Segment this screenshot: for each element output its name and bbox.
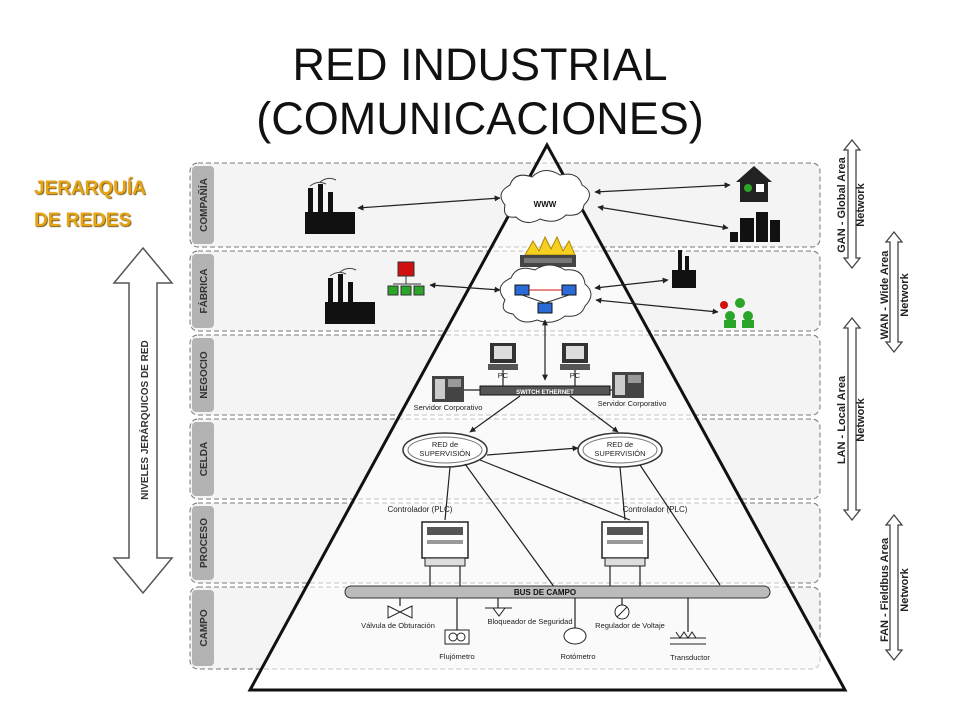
hierarchy-axis-label: NIVELES JERÁRQUICOS DE RED (138, 340, 151, 499)
fan-label-2: Network (899, 567, 911, 611)
supervision-links (444, 445, 721, 596)
server-icon-right: Servidor Corporativo (598, 372, 667, 408)
supervision-right-line-2: SUPERVISIÓN (594, 449, 645, 458)
factory-network-cloud (499, 264, 592, 323)
flowmeter-label: Flujómetro (439, 652, 474, 661)
lock-label: Bloqueador de Seguridad (487, 617, 572, 626)
valve-icon: Válvula de Obturación (361, 605, 435, 630)
level-label-fabrica: FÁBRICA (197, 269, 210, 314)
safety-lock-icon: Bloqueador de Seguridad (485, 607, 573, 626)
gan-label-2: Network (855, 182, 867, 226)
side-label-line-1: JERARQUÍA (34, 178, 146, 199)
supervision-network-left: RED de SUPERVISIÓN (402, 432, 488, 468)
title-line-1: RED INDUSTRIAL (292, 39, 668, 90)
supervision-network-right: RED de SUPERVISIÓN (577, 432, 663, 468)
network-labels: GAN - Global Area Network WAN - Wide Are… (836, 156, 911, 642)
fieldbus-label: BUS DE CAMPO (514, 588, 576, 597)
flowmeter-icon: Flujómetro (439, 629, 475, 661)
plc-icon-left (421, 521, 469, 567)
server-icon-left: Servidor Corporativo (414, 376, 483, 412)
regulator-label: Regulador de Voltaje (595, 621, 665, 630)
lan-links (469, 395, 619, 433)
lan-label-2: Network (855, 397, 867, 441)
transducer-label: Transductor (670, 653, 710, 662)
level-label-compania: COMPAÑÍA (197, 178, 210, 232)
pc-icon-right: PC (560, 343, 590, 380)
www-label: WWW (534, 200, 557, 209)
plc-right-label: Controlador (PLC) (623, 505, 688, 514)
level-tabs: COMPAÑÍA FÁBRICA NEGOCIO CELDA PROCESO C… (192, 166, 214, 666)
lan-label-1: LAN - Local Area (836, 375, 848, 464)
house-icon (736, 166, 772, 202)
factory-icon-2 (325, 267, 375, 324)
www-cloud: WWW (500, 170, 590, 223)
valve-label: Válvula de Obturación (361, 621, 435, 630)
pyramid-outline (247, 141, 848, 692)
users-group-icon (720, 298, 754, 328)
transducer-icon: Transductor (670, 631, 710, 662)
wan-label-2: Network (899, 272, 911, 316)
level-label-celda: CELDA (199, 442, 210, 476)
buildings-icon (730, 212, 780, 242)
switch-label: SWITCH ETHERNET (516, 390, 574, 396)
server-left-label: Servidor Corporativo (414, 403, 483, 412)
title-line-2: (COMUNICACIONES) (256, 93, 704, 144)
voltage-regulator-icon: Regulador de Voltaje (595, 604, 665, 630)
hierarchy-double-arrow: NIVELES JERÁRQUICOS DE RED (112, 246, 174, 595)
supervision-left-line-2: SUPERVISIÓN (419, 449, 470, 458)
rotameter-icon: Rotómetro (560, 627, 596, 661)
level-label-campo: CAMPO (199, 609, 210, 646)
org-chart-icon (387, 261, 425, 296)
wan-label-1: WAN - Wide Area (879, 250, 891, 340)
supervision-right-line-1: RED de (607, 440, 633, 449)
factory-icon-3 (672, 250, 696, 288)
gan-label-1: GAN - Global Area (836, 156, 848, 252)
fan-label-1: FAN - Fieldbus Area (879, 537, 891, 642)
fieldbus: BUS DE CAMPO (344, 585, 771, 599)
gan-links (357, 182, 731, 231)
plc-left-label: Controlador (PLC) (388, 505, 453, 514)
field-drops (399, 598, 689, 632)
level-label-proceso: PROCESO (199, 518, 210, 568)
rotameter-label: Rotómetro (560, 652, 595, 661)
supervision-left-line-1: RED de (432, 440, 458, 449)
server-right-label: Servidor Corporativo (598, 399, 667, 408)
wan-links (429, 277, 719, 381)
plc-bus-links (429, 566, 641, 586)
firewall-icon (520, 235, 576, 267)
side-label-line-2: DE REDES (34, 210, 132, 231)
plc-icon-right (601, 521, 649, 567)
factory-icon (305, 177, 355, 234)
level-label-negocio: NEGOCIO (199, 351, 210, 398)
network-scope-arrows (842, 138, 904, 662)
